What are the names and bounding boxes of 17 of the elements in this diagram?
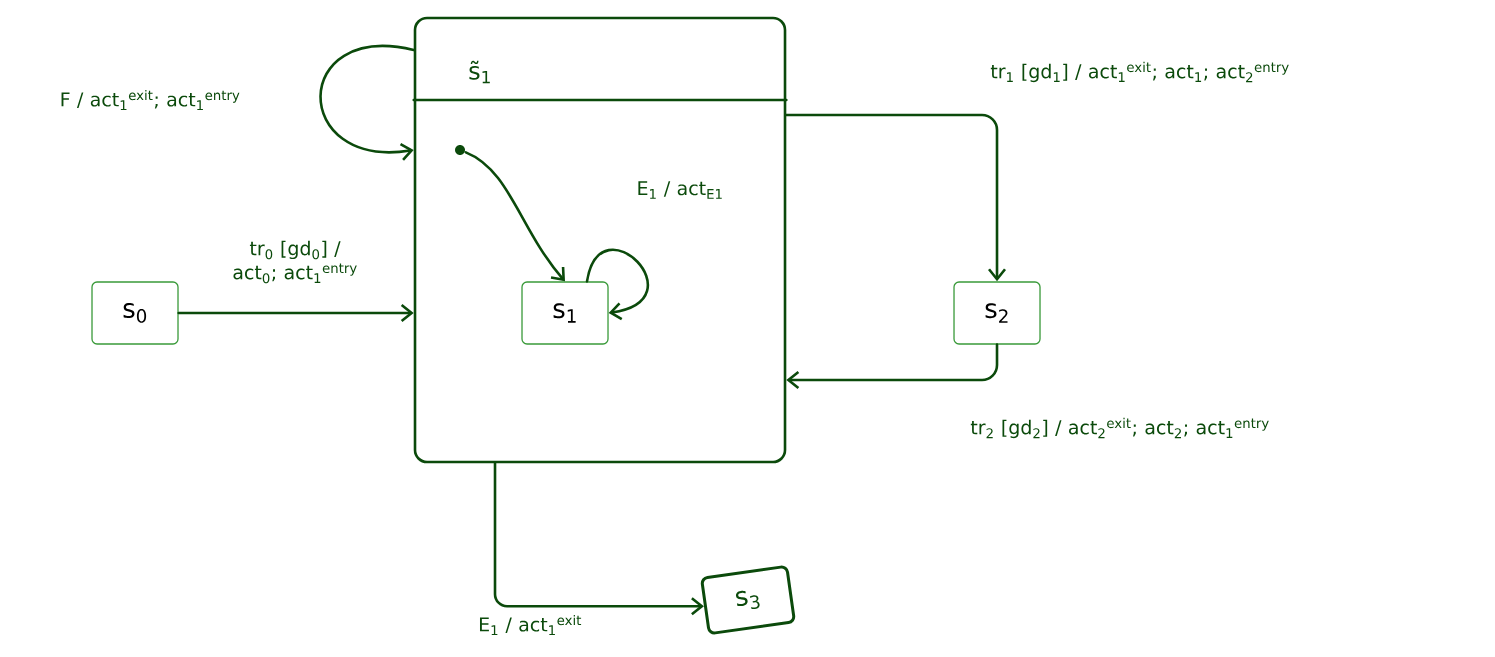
- arrow: [785, 113, 1007, 282]
- state-box: s$_{1}$: [521, 281, 609, 345]
- arrow: [493, 462, 704, 616]
- arrow: [786, 343, 999, 389]
- edge-label: tr$_{1}$ [gd$_{1}$] / act$_{1}$$^{exit}$; act$_{1}$; act$_{2}$entry: [990, 61, 1289, 83]
- edge-label: E$_{1}$ / act$_{E1}$: [638, 181, 722, 199]
- edge-label: E$_{1}$ / act$_{1}$exit: [480, 614, 582, 636]
- state-box: s$_{2}$: [953, 281, 1041, 345]
- arrow: [464, 151, 565, 282]
- edge-label: F / act$_{1}$$^{exit}$; act$_{1}$entry: [61, 89, 240, 111]
- state-box: s$_{3}$: [700, 565, 796, 635]
- arrow: [177, 304, 414, 322]
- arrow: [319, 44, 415, 161]
- state-box: s$_{0}$: [91, 281, 179, 345]
- arrow: [585, 248, 649, 321]
- edge-label: tr$_{0}$ [gd$_{0}$] / act$_{0}$; act$_{1}$entry: [233, 240, 357, 284]
- edge-label: tr$_{2}$ [gd$_{2}$] / act$_{2}$$^{exit}$; act$_{2}$; act$_{1}$entry: [970, 417, 1269, 439]
